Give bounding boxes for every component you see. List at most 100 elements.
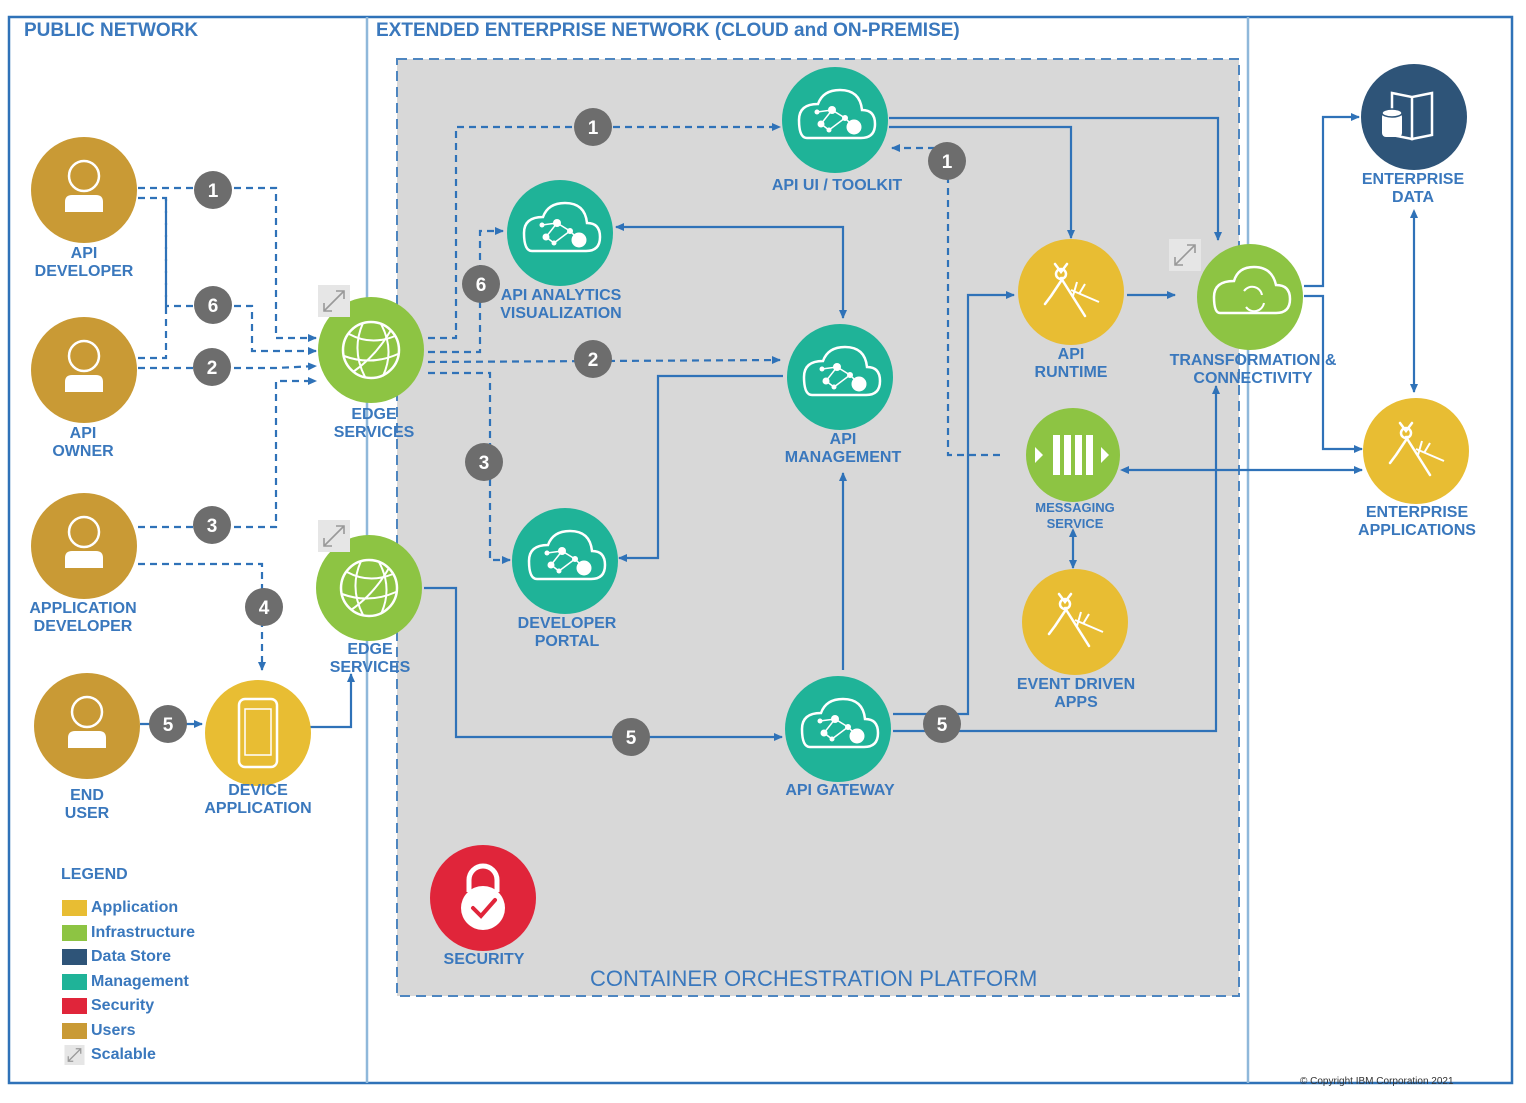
- conn-ui-transformation: [889, 116, 1222, 241]
- step-badge-enduser-5: 5: [149, 705, 187, 743]
- scalable-icon-transformation: [1168, 238, 1202, 272]
- conn-transformation-apps: [1304, 294, 1363, 453]
- api-ui-toolkit-node-circle: [782, 67, 888, 173]
- api-analytics-node: [507, 180, 613, 286]
- device-application-node-circle: [205, 680, 311, 786]
- step-badge-appdev-3: 3: [193, 506, 231, 544]
- api-owner-node: [31, 317, 137, 423]
- transformation-label: TRANSFORMATION & CONNECTIVITY: [1169, 352, 1337, 387]
- api-owner-label: API OWNER: [52, 425, 114, 460]
- edge-services-top-node-circle: [318, 297, 424, 403]
- enterprise-data-label: ENTERPRISE DATA: [1361, 171, 1465, 206]
- conn-ui-mgmt: [832, 225, 847, 319]
- enterprise-applications-label: ENTERPRISE APPLICATIONS: [1358, 504, 1476, 539]
- step-badge-number: 1: [208, 181, 219, 202]
- step-badge-owner-2: 2: [193, 348, 231, 386]
- nodes: [31, 64, 1469, 951]
- api-ui-toolkit-node: [782, 67, 888, 173]
- api-developer-node: [31, 137, 137, 243]
- enterprise-data-node: [1361, 64, 1467, 170]
- step-badge-circle: [612, 718, 650, 756]
- step-badge-number: 2: [207, 358, 218, 379]
- messaging-service-node: [1026, 408, 1120, 502]
- step-badge-dev-6: 6: [194, 286, 232, 324]
- legend-swatch: [62, 1045, 87, 1065]
- security-node: [430, 845, 536, 951]
- copyright: © Copyright IBM Corporation 2021: [1300, 1076, 1454, 1087]
- step-badge-gateway-5: 5: [612, 718, 650, 756]
- step-badge-portal-3: 3: [465, 443, 503, 481]
- api-analytics-node-circle: [507, 180, 613, 286]
- scalable-icon-edge-top: [317, 284, 351, 318]
- end-user-node: [34, 673, 140, 779]
- conn-gateway-transformation: [893, 385, 1220, 733]
- step-badge-circle: [923, 705, 961, 743]
- api-gateway-label: API GATEWAY: [785, 782, 895, 799]
- step-badge-number: 4: [259, 598, 270, 619]
- api-management-node-circle: [787, 324, 893, 430]
- step-badge-circle: [194, 171, 232, 209]
- messaging-service-node-circle: [1026, 408, 1120, 502]
- step-badge-number: 2: [588, 350, 599, 371]
- step-badge-runtime-5: 5: [923, 705, 961, 743]
- legend-swatch: [62, 949, 87, 965]
- legend-item: Users: [62, 1021, 135, 1041]
- conn-appdev-device-4: [138, 562, 266, 671]
- step-badge-number: 5: [163, 715, 174, 736]
- step-badge-circle: [465, 443, 503, 481]
- api-management-node: [787, 324, 893, 430]
- application-developer-label: APPLICATION DEVELOPER: [29, 600, 137, 635]
- messaging-service-label: MESSAGING SERVICE: [1035, 500, 1115, 531]
- step-badge-circle: [462, 265, 500, 303]
- end-user-label: END USER: [64, 787, 110, 822]
- conn-dev-edge-6: [138, 196, 317, 355]
- step-badge-circle: [193, 506, 231, 544]
- step-badge-dev-1: 1: [194, 171, 232, 209]
- legend-item: Data Store: [62, 947, 171, 967]
- legend-item: Management: [62, 972, 189, 992]
- conn-messaging-ui-1: [891, 144, 1000, 457]
- conn-edge-ui-1: [428, 123, 781, 340]
- legend-item: Security: [62, 996, 154, 1016]
- legend-item: Infrastructure: [62, 923, 195, 943]
- queue-out-icon: [1101, 447, 1109, 463]
- database-icon: [1382, 113, 1402, 137]
- edge-services-top-label: EDGE SERVICES: [333, 406, 415, 441]
- api-ui-toolkit-label: API UI / TOOLKIT: [771, 177, 903, 194]
- device-application-label: DEVICE APPLICATION: [204, 782, 312, 817]
- security-label: SECURITY: [443, 951, 525, 968]
- api-developer-label: API DEVELOPER: [34, 245, 134, 280]
- edge-services-top-node: [318, 297, 424, 403]
- lock-shackle-icon: [466, 863, 500, 892]
- conn-device-edge: [310, 673, 355, 729]
- step-badge-toolkit-1: 1: [928, 142, 966, 180]
- conn-edge-portal-3: [428, 371, 511, 564]
- step-badge-mgmt-2: 2: [574, 340, 612, 378]
- step-badge-ui-1: 1: [574, 108, 612, 146]
- edge-services-bottom-node: [316, 535, 422, 641]
- step-badge-circle: [149, 705, 187, 743]
- api-runtime-node: [1018, 239, 1124, 345]
- message-bar-icon: [1086, 435, 1093, 475]
- scalable-icon-edge-bottom: [317, 519, 351, 553]
- legend-label: Infrastructure: [91, 923, 196, 941]
- application-developer-node: [31, 493, 137, 599]
- conn-appdev-edge-3: [138, 377, 317, 529]
- public-network-title: PUBLIC NETWORK: [24, 20, 199, 41]
- legend-item: Application: [62, 898, 178, 918]
- legend-swatch: [62, 900, 87, 916]
- conn-edge-mgmt-2: [427, 356, 781, 365]
- legend-swatch: [62, 973, 87, 990]
- step-badge-circle: [574, 108, 612, 146]
- api-gateway-node-circle: [785, 676, 891, 782]
- device-application-node: [205, 680, 311, 786]
- conn-mgmt-portal: [618, 374, 783, 562]
- step-badge-number: 6: [476, 275, 487, 296]
- extended-network-title: EXTENDED ENTERPRISE NETWORK (CLOUD and O…: [376, 20, 960, 41]
- step-badge-number: 1: [588, 118, 599, 139]
- conn-owner-dev-link: [138, 198, 168, 360]
- legend-item: Scalable: [62, 1045, 156, 1065]
- step-badge-circle: [193, 348, 231, 386]
- developer-portal-label: DEVELOPER PORTAL: [517, 615, 617, 650]
